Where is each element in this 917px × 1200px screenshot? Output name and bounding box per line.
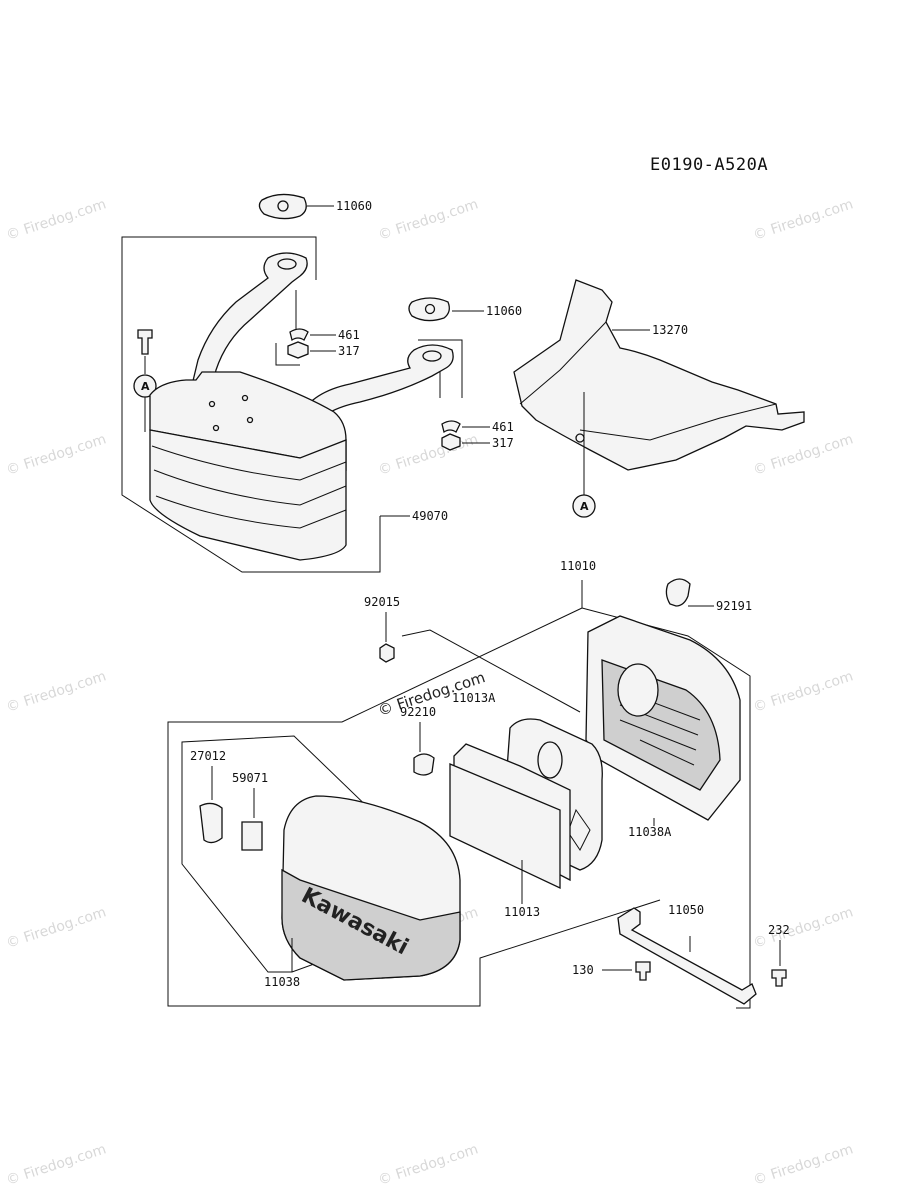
watermark: © Firedog.com bbox=[376, 1141, 480, 1188]
clamp-92210 bbox=[413, 753, 435, 776]
bolt-232 bbox=[771, 969, 787, 987]
breather-tube bbox=[665, 578, 691, 607]
muffler-group: 11060 11060 461 317 461 317 A bbox=[121, 193, 522, 573]
label-11013: 11013 bbox=[504, 905, 540, 919]
bolt-130 bbox=[635, 961, 651, 981]
label-27012: 27012 bbox=[190, 749, 226, 763]
label-461-left: 461 bbox=[338, 328, 360, 342]
watermark: © Firedog.com bbox=[4, 431, 108, 478]
watermark: © Firedog.com bbox=[4, 668, 108, 715]
label-92210: 92210 bbox=[400, 705, 436, 719]
diagram-code: E0190-A520A bbox=[650, 155, 768, 175]
label-92191: 92191 bbox=[716, 599, 752, 613]
heat-cover bbox=[513, 279, 805, 471]
bracket-11050 bbox=[617, 907, 757, 1005]
nut-92015 bbox=[379, 643, 395, 663]
exhaust-pipe-left bbox=[185, 252, 308, 421]
case-port bbox=[617, 663, 659, 717]
watermark: © Firedog.com bbox=[751, 196, 855, 243]
pipe-flange bbox=[422, 350, 442, 362]
clip-59071 bbox=[241, 821, 263, 851]
gasket-hole bbox=[277, 200, 289, 212]
leader bbox=[275, 290, 300, 366]
watermark: © Firedog.com bbox=[751, 1141, 855, 1188]
cover-band bbox=[281, 868, 461, 981]
element-hole bbox=[537, 741, 563, 779]
exhaust-pipe-right bbox=[289, 344, 454, 458]
clip-461-right bbox=[441, 420, 461, 434]
muffler-bolt bbox=[137, 329, 153, 355]
label-11038A: 11038A bbox=[628, 825, 672, 839]
label-130: 130 bbox=[572, 963, 594, 977]
ref-a-left: A bbox=[141, 380, 150, 393]
watermark: © Firedog.com bbox=[376, 196, 480, 243]
label-13270: 13270 bbox=[652, 323, 688, 337]
ref-circle-a-right bbox=[572, 494, 596, 518]
leader-frame bbox=[121, 236, 381, 573]
watermark: © Firedog.com bbox=[751, 431, 855, 478]
watermark: © Firedog.com bbox=[376, 431, 480, 478]
nut-317-left bbox=[287, 341, 309, 359]
nut-317-right bbox=[441, 433, 461, 451]
watermark: © Firedog.com bbox=[751, 668, 855, 715]
leader bbox=[296, 236, 317, 280]
gasket-hole bbox=[424, 303, 436, 315]
label-11013A: 11013A bbox=[452, 691, 496, 705]
label-317-left: 317 bbox=[338, 344, 360, 358]
label-49070: 49070 bbox=[412, 509, 448, 523]
label-11050: 11050 bbox=[668, 903, 704, 917]
pipe-flange bbox=[277, 258, 297, 270]
clip-461-left bbox=[289, 328, 309, 342]
watermark: © Firedog.com bbox=[4, 1141, 108, 1188]
watermark: © Firedog.com bbox=[4, 196, 108, 243]
label-92015: 92015 bbox=[364, 595, 400, 609]
clip-27012 bbox=[199, 802, 223, 844]
element-11013 bbox=[449, 763, 561, 890]
label-11060-right: 11060 bbox=[486, 304, 522, 318]
label-232: 232 bbox=[768, 923, 790, 937]
label-11010: 11010 bbox=[560, 559, 596, 573]
air-cleaner-group: 11010 92015 92191 92210 11013A 11013 110… bbox=[167, 559, 790, 1009]
label-317-right: 317 bbox=[492, 436, 514, 450]
ref-a-right: A bbox=[580, 500, 589, 513]
label-59071: 59071 bbox=[232, 771, 268, 785]
watermark: © Firedog.com bbox=[751, 904, 855, 951]
label-11038: 11038 bbox=[264, 975, 300, 989]
label-461-right: 461 bbox=[492, 420, 514, 434]
watermark: © Firedog.com bbox=[4, 904, 108, 951]
label-11060-top: 11060 bbox=[336, 199, 372, 213]
leader bbox=[401, 629, 581, 713]
heat-cover-group: 13270 A bbox=[513, 279, 805, 518]
leader-frame bbox=[167, 580, 661, 1007]
